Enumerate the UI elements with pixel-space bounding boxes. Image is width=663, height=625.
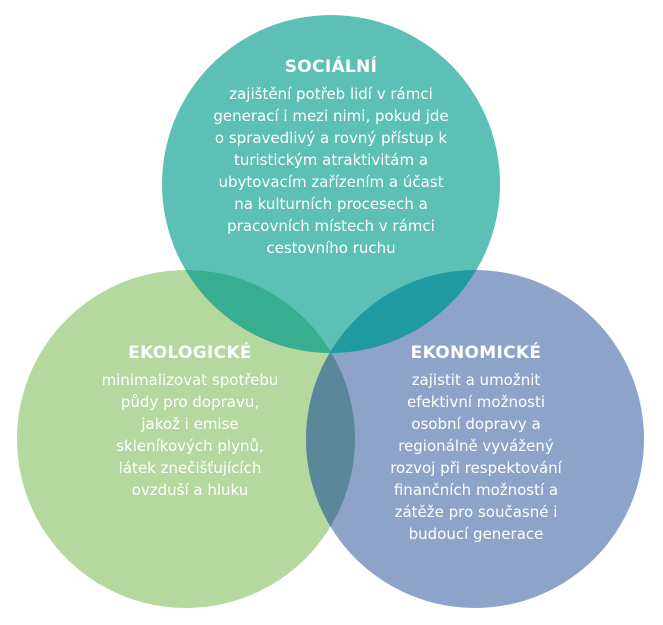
ecological-text: minimalizovat spotřebu půdy pro dopravu,… [70, 369, 310, 501]
ecological-line: ovzduší a hluku [131, 481, 249, 499]
economic-block: EKONOMICKÉ zajistit a umožnit efektivní … [345, 343, 607, 545]
social-line: o spravedlivý a rovný přístup k [214, 129, 448, 147]
social-line: cestovního ruchu [266, 239, 396, 257]
economic-line: zajistit a umožnit [411, 371, 541, 389]
social-text: zajištění potřeb lidí v rámci generací i… [186, 83, 476, 259]
ecological-circle [17, 270, 355, 608]
social-line: generací i mezi nimi, pokud jde [213, 107, 449, 125]
social-line: na kulturních procesech a [234, 195, 428, 213]
ecological-line: půdy pro dopravu, [120, 393, 260, 411]
ecological-line: skleníkových plynů, [116, 437, 264, 455]
economic-line: rozvoj při respektování [390, 459, 562, 477]
economic-line: budoucí generace [408, 525, 544, 543]
economic-circle [306, 270, 644, 608]
social-title: SOCIÁLNÍ [284, 57, 378, 77]
social-line: ubytovacím zařízením a účast [218, 173, 444, 191]
economic-line: regionálně vyvážený [398, 437, 554, 455]
economic-line: zátěže pro současné i [394, 503, 558, 521]
ecological-title: EKOLOGICKÉ [128, 343, 252, 363]
social-circle [162, 15, 500, 353]
economic-text: zajistit a umožnit efektivní možnosti os… [345, 369, 607, 545]
ecological-line: minimalizovat spotřebu [101, 371, 279, 389]
ecological-line: látek znečišťujících [118, 459, 262, 477]
social-block: SOCIÁLNÍ zajištění potřeb lidí v rámci g… [186, 57, 476, 259]
social-line: turistickým atraktivitám a [233, 151, 429, 169]
economic-line: efektivní možnosti [406, 393, 545, 411]
ecological-line: jakož i emise [141, 415, 239, 433]
social-line: zajištění potřeb lidí v rámci [229, 85, 433, 103]
economic-line: osobní dopravy a [411, 415, 541, 433]
ecological-block: EKOLOGICKÉ minimalizovat spotřebu půdy p… [70, 343, 310, 501]
social-line: pracovních místech v rámci [227, 217, 435, 235]
economic-title: EKONOMICKÉ [410, 343, 542, 363]
economic-line: finančních možností a [393, 481, 559, 499]
